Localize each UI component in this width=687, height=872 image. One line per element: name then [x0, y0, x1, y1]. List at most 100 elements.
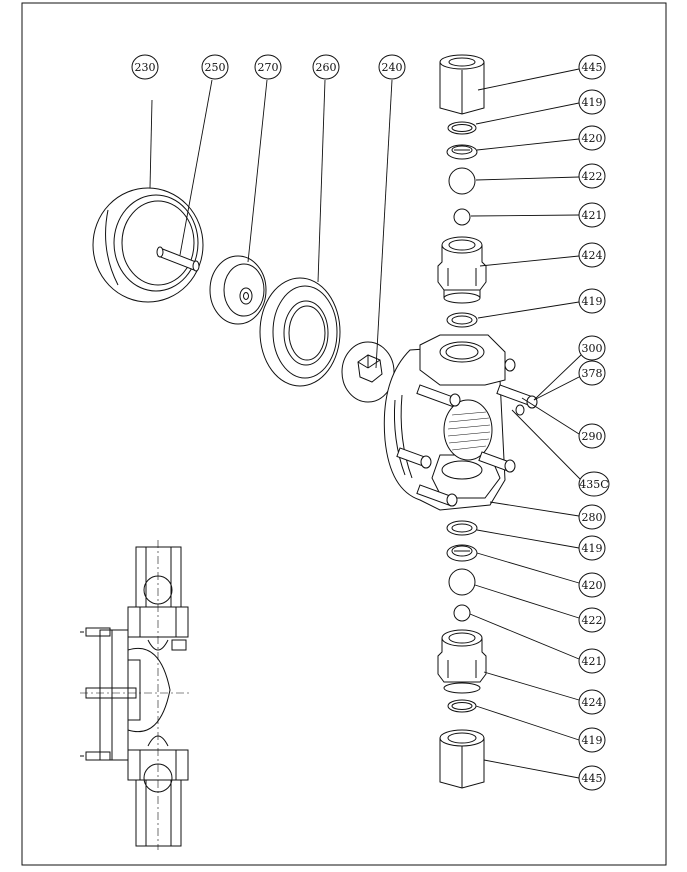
part-421-ball-2: [453, 604, 471, 622]
callout-230: 230: [131, 54, 159, 80]
part-230-ring: [92, 187, 204, 303]
callout-balloon: [578, 689, 606, 715]
leader-line-300: [533, 354, 582, 401]
part-260-diaphragm: [259, 277, 341, 387]
callout-419: 419: [578, 535, 606, 561]
leader-line-270: [247, 79, 268, 263]
callout-420: 420: [578, 572, 606, 598]
callout-260: 260: [312, 54, 340, 80]
leader-line-422: [475, 176, 580, 181]
leader-lines: [149, 68, 582, 779]
callout-label: 420: [582, 579, 603, 592]
leader-line-424: [483, 671, 580, 701]
part-419-oring-2: [446, 312, 478, 328]
callout-label: 421: [582, 655, 603, 668]
callout-balloon: [312, 54, 340, 80]
callout-445: 445: [578, 54, 606, 80]
part-419-oring-3: [446, 520, 478, 536]
callout-419: 419: [578, 288, 606, 314]
callout-balloon: [578, 163, 606, 189]
callout-balloon: [254, 54, 282, 80]
callout-420: 420: [578, 125, 606, 151]
leader-line-419: [475, 102, 580, 125]
leader-line-419: [475, 705, 580, 741]
drawing-border: [21, 2, 667, 866]
part-424-fitting-2: [437, 629, 487, 694]
callout-balloon: [578, 242, 606, 268]
part-420-seat-2: [446, 544, 478, 562]
leader-line-420: [476, 138, 580, 151]
callout-421: 421: [578, 202, 606, 228]
callout-balloon: [578, 504, 606, 530]
callout-422: 422: [578, 607, 606, 633]
part-422-ball-1: [448, 167, 476, 195]
callout-balloon: [578, 202, 606, 228]
callout-label: 419: [582, 295, 603, 308]
callout-label: 422: [582, 614, 603, 627]
callout-label: 250: [205, 61, 226, 74]
leader-line-445: [483, 759, 580, 779]
part-420-seat-1: [446, 144, 478, 160]
callout-balloon: [578, 471, 610, 497]
leader-line-421: [470, 214, 580, 217]
callout-240: 240: [378, 54, 406, 80]
part-240-inner-plate: [341, 341, 395, 403]
callout-280: 280: [578, 504, 606, 530]
cross-section-view: [80, 540, 190, 850]
callout-label: 445: [582, 61, 603, 74]
callout-label: 280: [582, 511, 603, 524]
callout-balloon: [578, 54, 606, 80]
callout-label: 378: [582, 367, 603, 380]
callout-label: 422: [582, 170, 603, 183]
leader-line-230: [149, 99, 153, 189]
callout-424: 424: [578, 689, 606, 715]
leader-line-419: [476, 529, 580, 549]
callout-label: 240: [382, 61, 403, 74]
callout-balloon: [578, 572, 606, 598]
callout-label: 420: [582, 132, 603, 145]
callout-balloons: 230 250 270 260 240 445 419 420 422 421 424 419 300 3…: [131, 54, 610, 791]
callout-422: 422: [578, 163, 606, 189]
callout-label: 421: [582, 209, 603, 222]
callout-250: 250: [201, 54, 229, 80]
callout-label: 419: [582, 96, 603, 109]
callout-label: 424: [582, 249, 603, 262]
callout-label: 435C: [579, 478, 608, 491]
callout-419: 419: [578, 89, 606, 115]
callout-435C: 435C: [578, 471, 610, 497]
part-445-bottom-nut: [439, 729, 485, 789]
leader-line-420: [476, 552, 580, 584]
callout-label: 300: [582, 342, 603, 355]
callout-290: 290: [578, 423, 606, 449]
callout-balloon: [578, 423, 606, 449]
callout-419: 419: [578, 727, 606, 753]
callout-balloon: [578, 125, 606, 151]
body-bolts: [396, 358, 538, 507]
part-250-shaft: [156, 246, 200, 272]
callout-balloon: [578, 727, 606, 753]
callout-378: 378: [578, 360, 606, 386]
callout-balloon: [578, 765, 606, 791]
callout-balloon: [578, 335, 606, 361]
callout-balloon: [131, 54, 159, 80]
callout-balloon: [578, 288, 606, 314]
part-421-ball-1: [453, 208, 471, 226]
callout-421: 421: [578, 648, 606, 674]
callout-balloon: [578, 360, 606, 386]
callout-300: 300: [578, 335, 606, 361]
callout-balloon: [201, 54, 229, 80]
part-422-ball-2: [448, 568, 476, 596]
callout-label: 445: [582, 772, 603, 785]
callout-270: 270: [254, 54, 282, 80]
callout-445: 445: [578, 765, 606, 791]
callout-424: 424: [578, 242, 606, 268]
callout-label: 419: [582, 734, 603, 747]
callout-balloon: [578, 648, 606, 674]
leader-line-419: [477, 301, 580, 319]
leader-line-378: [533, 375, 582, 401]
part-270-plate: [209, 255, 267, 325]
part-280-pump-body: [383, 334, 506, 511]
callout-balloon: [578, 89, 606, 115]
leader-line-250: [179, 79, 213, 256]
